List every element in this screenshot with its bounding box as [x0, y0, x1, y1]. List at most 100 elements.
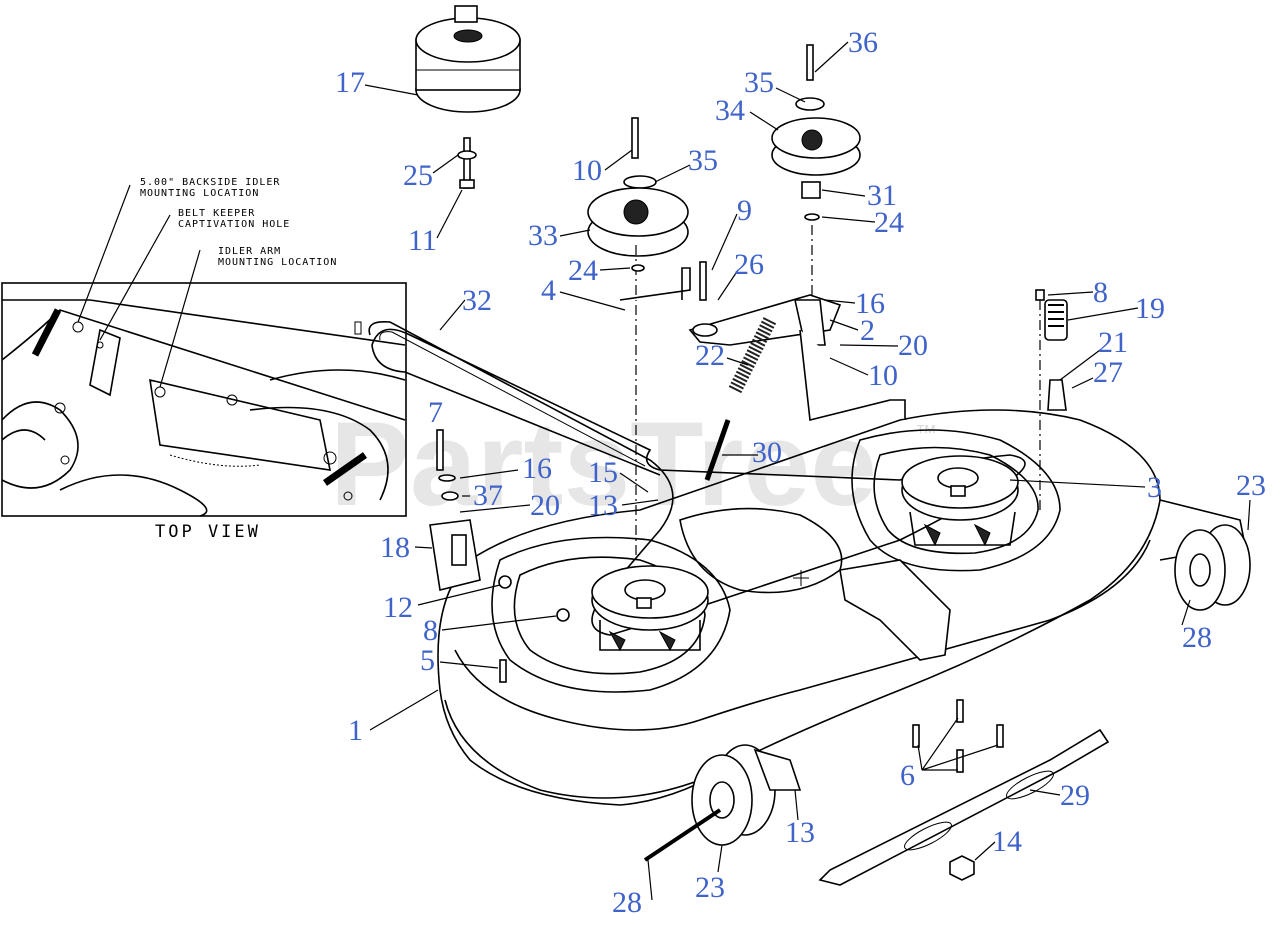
inset-note-1-line-2: MOUNTING LOCATION — [140, 188, 259, 199]
callout-9: 9 — [737, 194, 752, 227]
inset-arm-plate — [149, 378, 332, 471]
leader-5 — [439, 661, 499, 669]
callout-21: 21 — [1098, 326, 1128, 359]
blade-slot-right — [1006, 770, 1054, 800]
right-pulley-assembly — [901, 455, 1019, 547]
callout-18: 18 — [380, 531, 410, 564]
leader-27 — [1071, 377, 1094, 389]
leader-13b — [794, 789, 799, 821]
electric-clutch — [415, 5, 521, 113]
left-spindle-fins — [608, 630, 676, 652]
leader-25 — [432, 154, 459, 174]
callout-28-right: 28 — [1182, 621, 1212, 654]
leader-18 — [414, 546, 433, 549]
inset-hole-4 — [226, 394, 238, 406]
blade-body — [818, 728, 1110, 886]
left-spindle-well — [491, 536, 731, 693]
inset-hole-3 — [154, 386, 166, 398]
leader-29 — [1029, 789, 1061, 796]
callout-10: 10 — [572, 154, 602, 187]
callout-16: 16 — [855, 287, 885, 320]
callout-35-lower: 35 — [688, 144, 718, 177]
callout-4: 4 — [541, 274, 556, 307]
idler-washer — [631, 264, 645, 272]
leader-4 — [559, 291, 626, 311]
blade-bolt-6a — [956, 699, 964, 723]
inset-idler-arm — [1, 309, 406, 421]
inset-hole-1 — [72, 321, 84, 333]
leader-22 — [726, 357, 749, 366]
blade-slot-left — [904, 821, 952, 851]
gauge-wheel-rear — [1174, 524, 1251, 611]
leader-20a — [839, 344, 899, 347]
leader-19 — [1067, 307, 1139, 321]
callout-12: 12 — [383, 591, 413, 624]
inset-hole-2 — [96, 341, 104, 349]
leader-24a — [599, 267, 631, 271]
callout-31: 31 — [867, 179, 897, 212]
callout-labels: 17 36 35 34 25 10 35 31 33 9 24 11 24 26… — [335, 26, 1266, 919]
leader-8a — [1047, 291, 1094, 296]
leader-36 — [814, 41, 849, 73]
belt-keeper-4 — [619, 267, 691, 301]
right-spindle-well — [851, 429, 1061, 572]
v-idler-spacer — [801, 181, 821, 199]
callout-19: 19 — [1135, 292, 1165, 325]
callout-30: 30 — [752, 436, 782, 469]
inset-hole-7 — [60, 455, 70, 465]
bracket-18-slot — [451, 534, 467, 566]
right-pulley-key — [950, 485, 966, 497]
callout-8: 8 — [1093, 276, 1108, 309]
leader-13a — [621, 499, 659, 506]
callout-6: 6 — [900, 759, 915, 792]
leader-20b — [459, 504, 531, 513]
clutch-bore — [453, 29, 483, 43]
bracket-18 — [429, 519, 570, 683]
right-well-inner — [873, 446, 1039, 555]
leader-32 — [439, 299, 466, 331]
inset-spring-teeth — [169, 454, 261, 467]
left-pulley-assembly — [591, 565, 709, 652]
leader-31 — [821, 189, 866, 197]
gauge-wheel-front — [643, 744, 802, 862]
leader-17 — [364, 84, 419, 96]
inset-leader-3 — [159, 249, 201, 388]
idler-arm-pivot — [692, 323, 718, 337]
inset-slot — [354, 321, 362, 335]
right-spindle-housing — [909, 511, 1016, 546]
callout-23-right: 23 — [1236, 469, 1266, 502]
bolt-spacer — [457, 150, 477, 160]
inset-frame — [1, 282, 407, 517]
idler-spring — [728, 316, 777, 394]
top-view-inset: 5.00" BACKSIDE IDLER MOUNTING LOCATION B… — [1, 177, 407, 542]
flat-idler-pulley — [587, 117, 689, 560]
leader-11 — [436, 189, 463, 239]
leader-35b — [654, 164, 691, 183]
leader-26 — [717, 269, 739, 301]
leader-28b — [647, 859, 653, 901]
inset-keeper-mark-left — [31, 308, 62, 357]
blade-bolt-6b — [912, 724, 920, 748]
leader-28a — [1181, 599, 1191, 626]
leader-12 — [417, 584, 501, 606]
inset-deck-edge — [2, 299, 406, 346]
idler-bolt — [631, 117, 639, 159]
inset-label: TOP VIEW — [155, 522, 261, 542]
left-pulley-key — [636, 597, 652, 609]
leader-24b — [821, 216, 876, 223]
v-idler-bolt — [806, 44, 814, 81]
blade-bolt-6d — [956, 749, 964, 773]
spring-coil — [728, 316, 777, 394]
callout-20: 20 — [898, 329, 928, 362]
leader-35a — [775, 87, 806, 103]
washer-16 — [438, 474, 456, 482]
leader-34 — [749, 111, 779, 131]
leader-23b — [1247, 499, 1251, 531]
wheel-bolt-28 — [643, 808, 722, 862]
callout-26: 26 — [734, 248, 764, 281]
bolt-head — [459, 179, 475, 189]
left-spindle-housing — [599, 620, 701, 651]
callout-23-front: 23 — [695, 871, 725, 904]
deck-skirt-lower — [444, 699, 701, 799]
